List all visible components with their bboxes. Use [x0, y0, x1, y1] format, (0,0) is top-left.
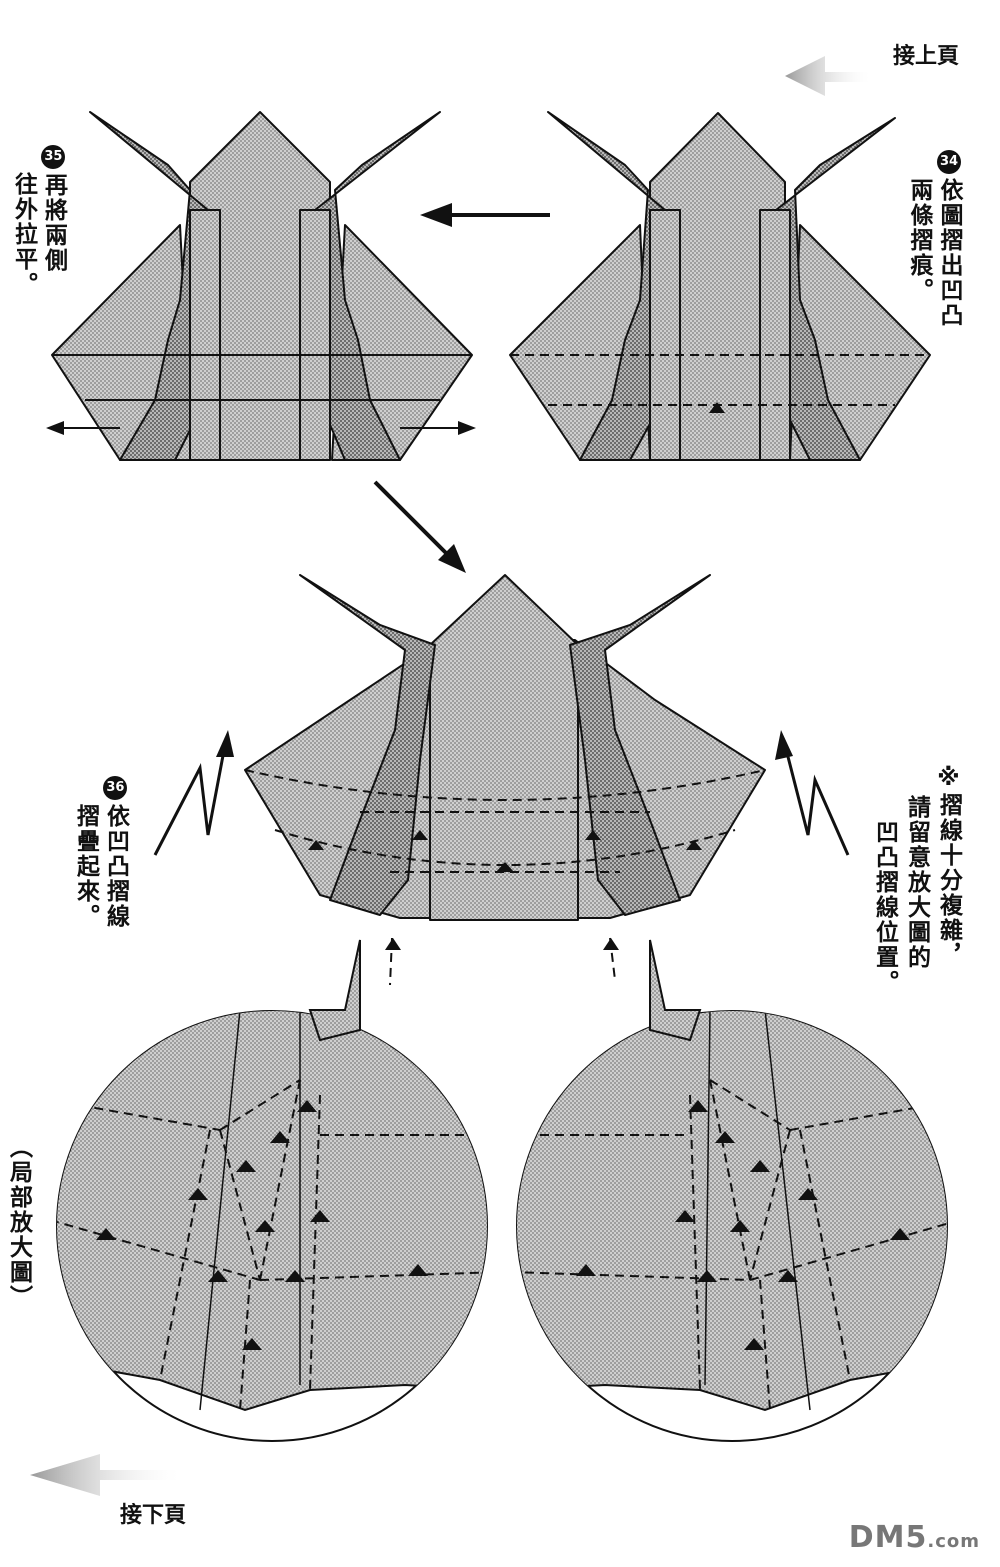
flip-arrowhead-left [216, 730, 234, 757]
continue-from-label: 接上頁 [893, 44, 960, 69]
arrow-34-to-35 [420, 203, 550, 227]
watermark-main: DM5 [848, 1520, 928, 1555]
flip-arrows-36 [153, 744, 850, 856]
step-35-number: 35 [41, 145, 66, 169]
step-34-instruction: 34 依圖摺出凹凸 [936, 150, 962, 380]
continue-to-label: 接下頁 [120, 1503, 187, 1528]
step-34-instruction-line2: 兩條摺痕。 [906, 178, 932, 303]
flip-arrowhead-right [775, 730, 793, 760]
step-36-line2: 摺疊起來。 [72, 804, 99, 929]
detail-view-label: （局部放大圖） [5, 1135, 32, 1310]
continue-from-arrow [785, 56, 870, 96]
step-35-instruction-line2: 往外拉平。 [10, 172, 36, 297]
note-line3: 凹凸摺線位置。 [871, 820, 898, 995]
step-34-line2: 兩條摺痕。 [906, 178, 932, 303]
step-36-instruction: 36 依凹凸摺線 [102, 776, 128, 929]
figure-step-35 [51, 111, 473, 461]
watermark: DM5.com [849, 1520, 980, 1555]
detail-circle-left [56, 939, 488, 1442]
step-34-line1: 依圖摺出凹凸 [936, 178, 962, 328]
step-36-instruction-line2: 摺疊起來。 [72, 804, 98, 929]
figure-step-34 [509, 111, 931, 461]
figure-step-36 [244, 574, 766, 986]
pull-out-arrows-35 [46, 421, 476, 435]
continue-to-arrow [30, 1454, 180, 1496]
step-35-line1: 再將兩側 [40, 173, 67, 273]
step-35-line2: 往外拉平。 [10, 172, 37, 297]
note-line1: ※摺線十分複雜， [935, 765, 962, 968]
step-35-instruction: 35 再將兩側 [40, 145, 66, 273]
step-34-number: 34 [937, 150, 961, 174]
detail-circle-right [516, 939, 948, 1442]
step-36-line1: 依凹凸摺線 [102, 804, 129, 929]
note-line2: 請留意放大圖的 [903, 795, 930, 970]
watermark-suffix: .com [927, 1531, 980, 1552]
arrow-35-to-36 [373, 480, 466, 573]
step-36-number: 36 [103, 776, 128, 800]
